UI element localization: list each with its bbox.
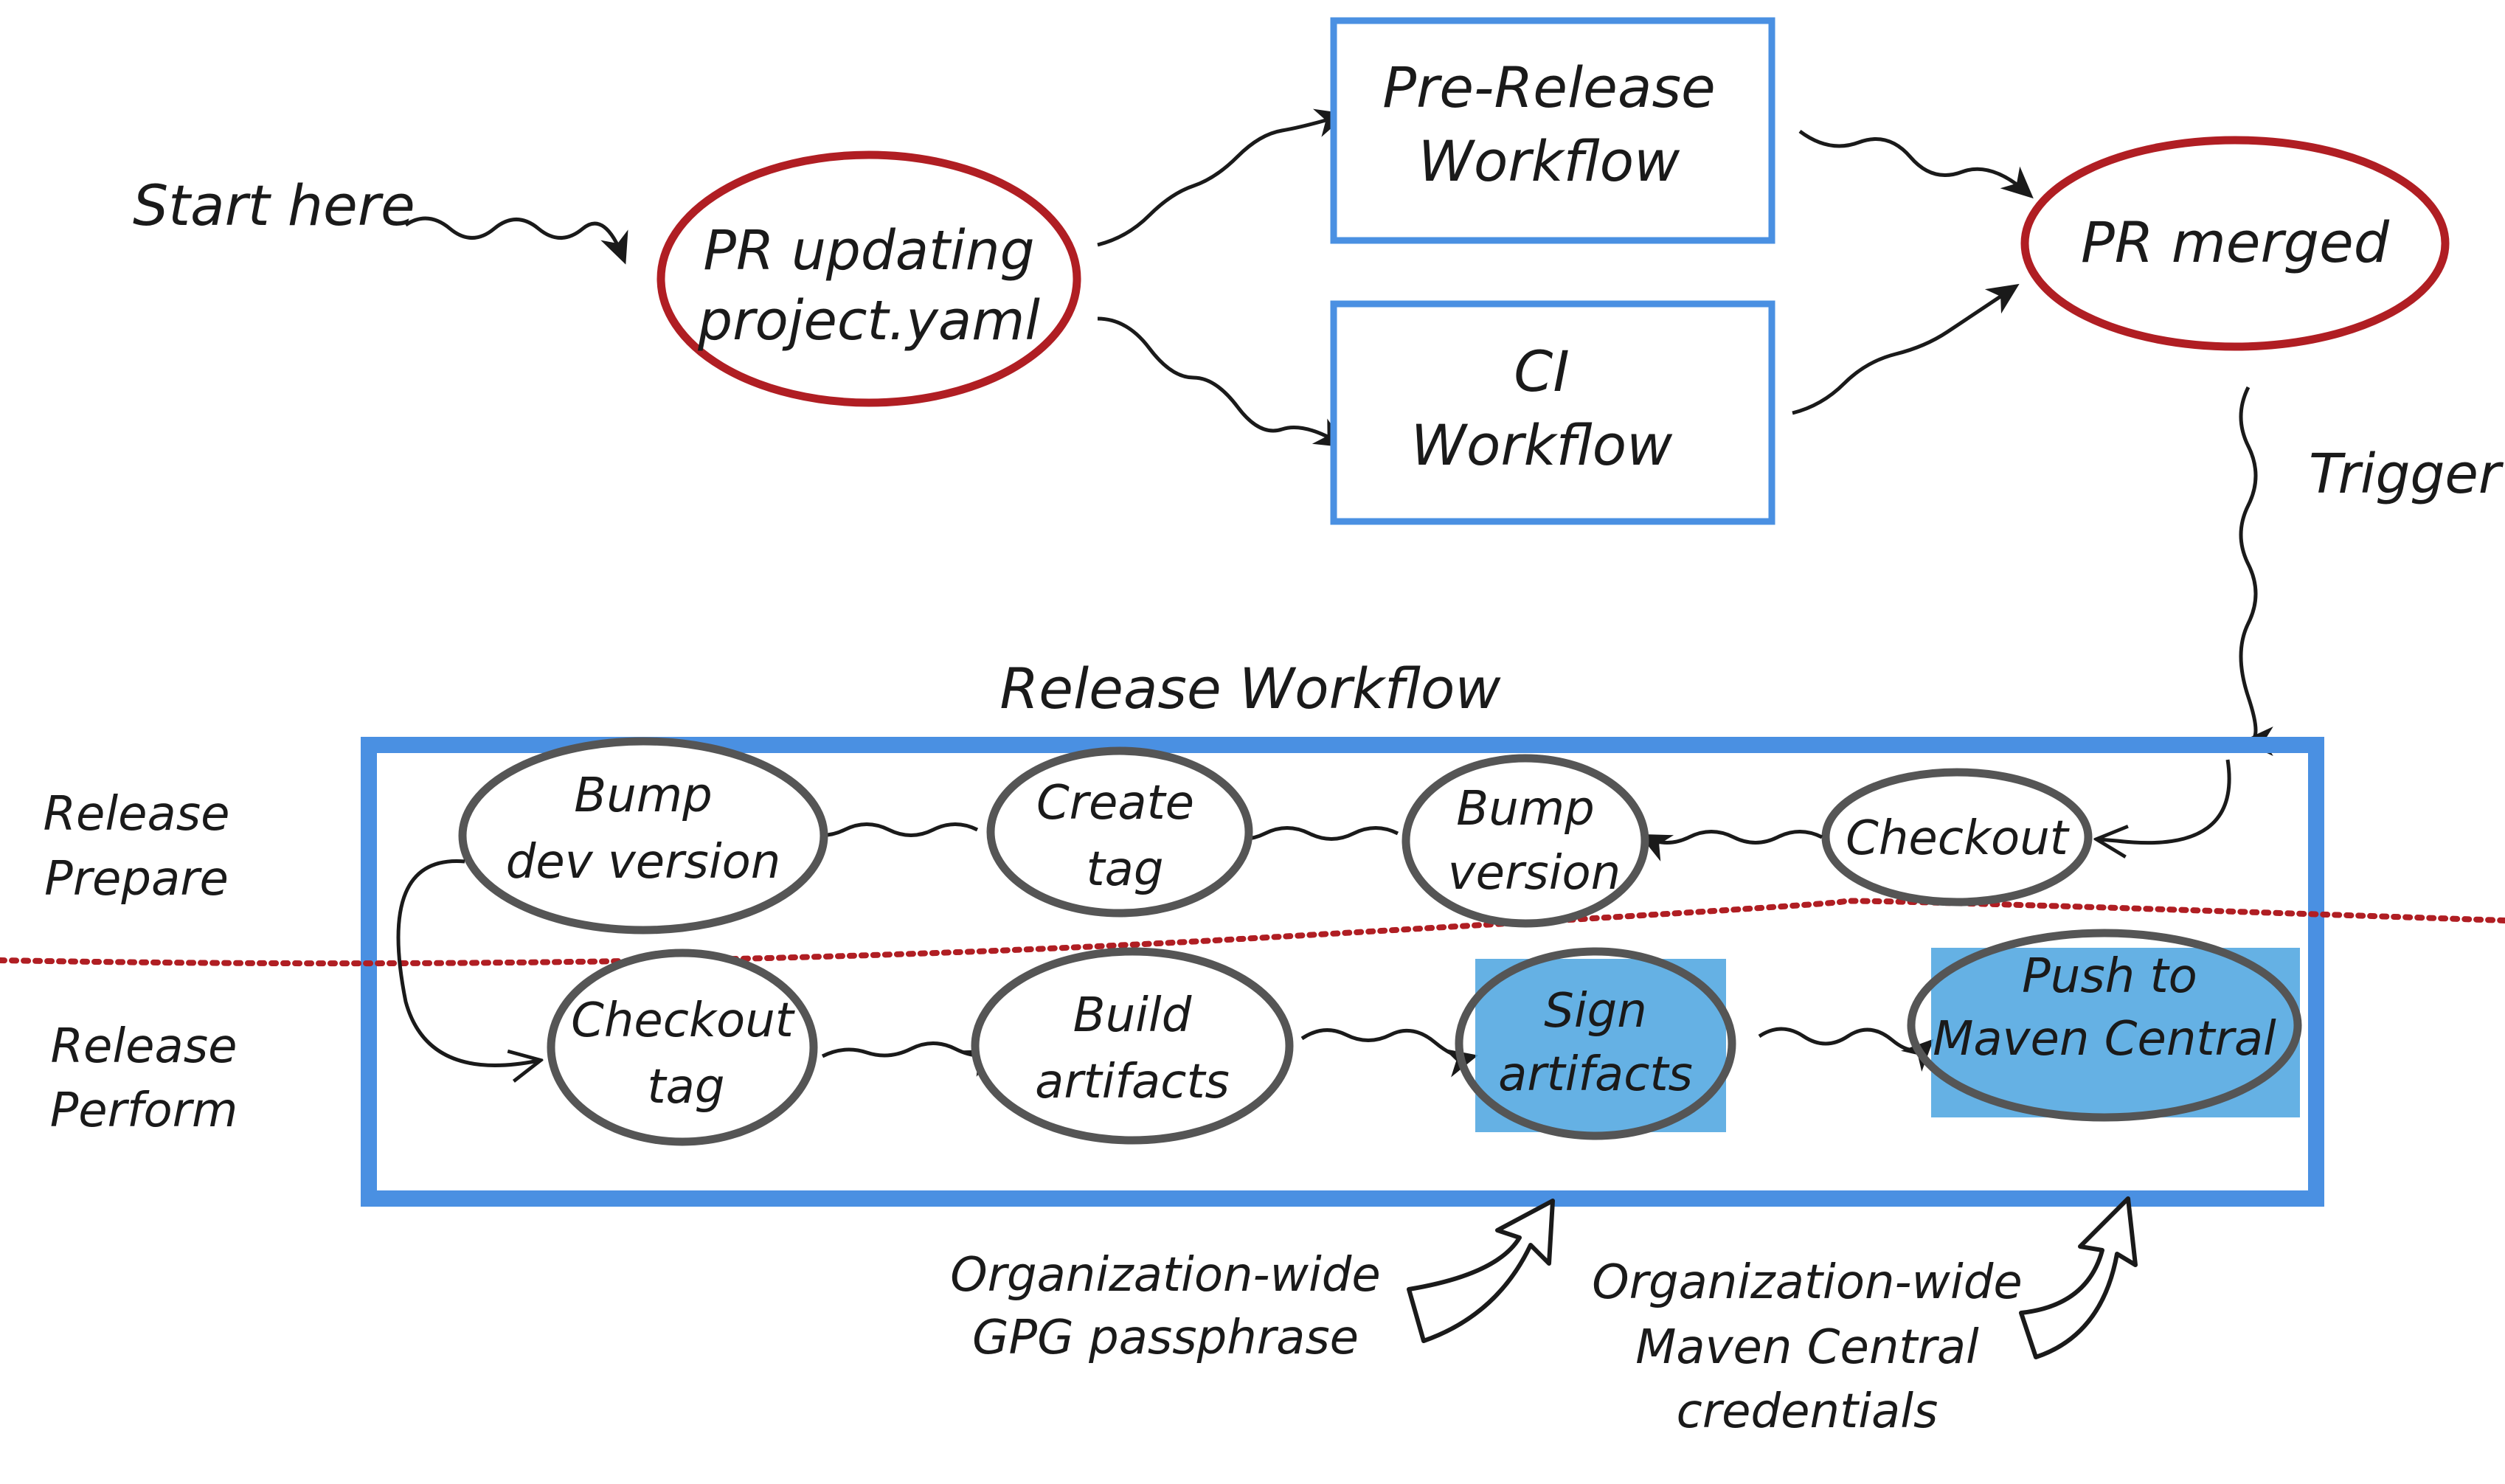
pr-updating-line1: PR updating — [703, 219, 1034, 282]
checkout-ellipse — [1821, 768, 2093, 906]
bump-dev-version-ellipse — [458, 737, 828, 935]
build-line1: Build — [1073, 988, 1192, 1043]
sign-line2: artifacts — [1498, 1047, 1693, 1102]
maven-line1: Organization-wide — [1592, 1255, 2023, 1310]
arrow-bumpdev-to-checkout-tag — [396, 859, 538, 1066]
gpg-secret-arrow — [1407, 1199, 1555, 1343]
pr-updating-line2: project.yaml — [697, 289, 1040, 353]
arrow-pr-to-ci — [1097, 316, 1347, 448]
checkout-tag-line1: Checkout — [571, 994, 796, 1048]
arrow-checkouttag-to-build — [821, 1041, 999, 1077]
arrow-create-to-bumpdev — [790, 822, 979, 853]
release-perform-line1: Release — [51, 1019, 238, 1074]
pr-merged-ellipse — [2020, 136, 2450, 351]
release-prepare-line1: Release — [44, 787, 230, 842]
build-artifacts-ellipse — [971, 947, 1294, 1145]
create-tag-ellipse — [986, 746, 1253, 918]
release-workflow-title: Release Workflow — [999, 656, 1501, 721]
ci-workflow-box — [1330, 300, 1775, 525]
arrow-trigger — [2239, 386, 2273, 756]
checkout-label: Checkout — [1846, 811, 2071, 866]
arrow-prerelease-to-merged — [1798, 129, 2034, 199]
trigger-label: Trigger — [2309, 443, 2504, 506]
prerelease-workflow-box — [1330, 17, 1775, 244]
maven-secret-arrow — [2019, 1196, 2138, 1359]
prerelease-line2: Workflow — [1418, 128, 1680, 194]
bump-version-line1: Bump — [1456, 782, 1594, 836]
pr-merged-label: PR merged — [2081, 209, 2390, 275]
checkout-tag-ellipse — [547, 949, 818, 1146]
bump-dev-line1: Bump — [574, 769, 712, 823]
push-line1: Push to — [2022, 949, 2197, 1004]
bump-version-line2: version — [1448, 846, 1621, 901]
ci-line2: Workflow — [1411, 412, 1673, 478]
release-prepare-line2: Prepare — [44, 852, 229, 906]
arrow-build-to-sign — [1300, 1028, 1478, 1078]
arrow-checkout-to-bump — [1638, 830, 1823, 861]
sign-artifacts-ellipse — [1455, 947, 1736, 1140]
push-ellipse — [1907, 929, 2302, 1122]
sign-fill — [1475, 959, 1726, 1132]
release-workflow-box — [361, 737, 2324, 1207]
build-line2: artifacts — [1035, 1055, 1230, 1109]
start-here-label: Start here — [133, 173, 415, 238]
create-tag-line1: Create — [1036, 776, 1194, 831]
arrow-sign-to-push — [1758, 1027, 1934, 1072]
maven-line3: credentials — [1677, 1384, 1938, 1439]
create-tag-line2: tag — [1087, 842, 1164, 897]
ci-line1: CI — [1514, 339, 1569, 404]
pr-updating-ellipse — [656, 150, 1081, 407]
bump-version-ellipse — [1402, 754, 1649, 928]
arrow-ci-to-merged — [1792, 283, 2020, 415]
gpg-line2: GPG passphrase — [972, 1311, 1359, 1365]
bump-dev-line2: dev version — [506, 835, 781, 890]
arrow-into-checkout — [2099, 759, 2231, 843]
sign-line1: Sign — [1544, 984, 1647, 1039]
release-perform-line2: Perform — [50, 1083, 238, 1138]
prerelease-line1: Pre-Release — [1382, 55, 1716, 120]
arrow-start-to-pr — [404, 216, 628, 265]
maven-line2: Maven Central — [1635, 1320, 1979, 1375]
push-line2: Maven Central — [1933, 1012, 2276, 1067]
checkout-tag-line2: tag — [648, 1060, 725, 1114]
gpg-line1: Organization-wide — [950, 1248, 1381, 1303]
arrow-pr-to-prerelease — [1097, 108, 1348, 247]
